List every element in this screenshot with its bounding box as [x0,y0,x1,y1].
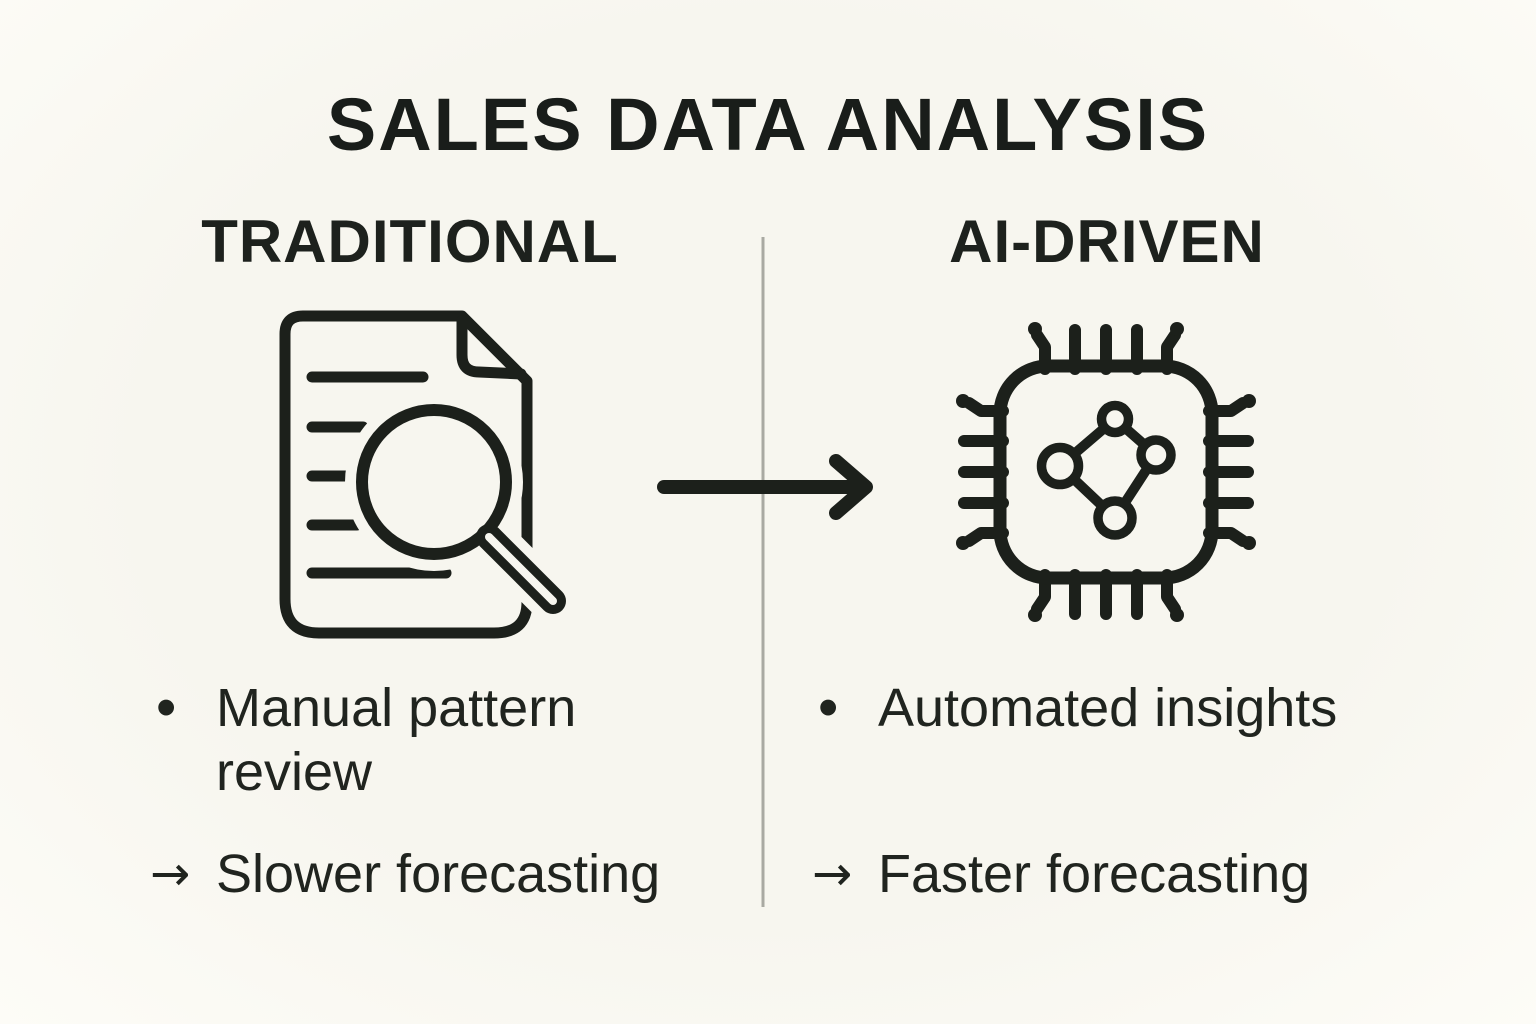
list-item: → Slower forecasting [150,842,770,906]
document-search-icon [279,310,576,639]
right-column-header: AI-DRIVEN [949,208,1265,275]
document-icon [279,310,533,639]
list-item-text: Slower forecasting [216,844,661,904]
chip-body [993,359,1219,585]
list-item: → Faster forecasting [812,842,1452,906]
list-item: • Manual pattern review [150,676,690,804]
document-text-lines [306,371,452,579]
page-title: SALES DATA ANALYSIS [326,83,1210,166]
bullet-icon: • [818,675,839,740]
arrow-marker-icon: → [150,846,191,902]
magnifier-icon [345,393,576,624]
ai-chip-icon [956,322,1256,622]
transform-arrow-icon [657,454,873,520]
left-column-header: TRADITIONAL [201,208,619,275]
list-item-text: Automated insights [878,678,1338,738]
list-item-text: Manual pattern review [216,678,577,802]
list-item-text: Faster forecasting [878,844,1311,904]
bullet-icon: • [156,675,177,740]
neural-network-icon [1036,400,1176,540]
arrow-marker-icon: → [812,846,853,902]
list-item: • Automated insights [812,676,1452,740]
